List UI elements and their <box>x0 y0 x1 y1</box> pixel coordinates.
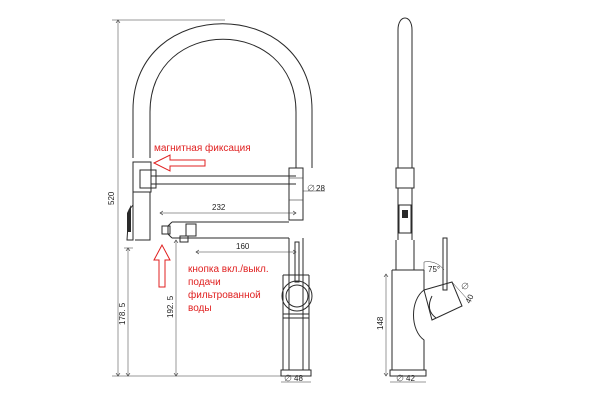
filter-joint <box>185 223 197 237</box>
dim-28: 28 <box>316 184 325 193</box>
side-handle-curve <box>428 295 437 319</box>
dim-192-5: 192. 5 <box>166 295 175 318</box>
base-plate <box>280 369 312 377</box>
dim-48: 48 <box>294 374 303 383</box>
filter-spout <box>167 221 289 239</box>
dim-42: 42 <box>406 374 415 383</box>
spray-button <box>127 205 131 232</box>
dim-520: 520 <box>107 191 116 205</box>
diameter-48-icon <box>284 374 292 382</box>
annotation-button-line2: подачи <box>188 277 221 288</box>
dim-232: 232 <box>212 203 226 212</box>
annotation-button-line4: воды <box>188 303 212 314</box>
dim-178-5: 178. 5 <box>118 302 127 325</box>
lever-knob <box>281 280 313 312</box>
diameter-42-slash <box>396 374 404 382</box>
magnetic-holder <box>132 161 152 193</box>
arch-hose <box>132 23 313 168</box>
filter-button <box>179 235 189 243</box>
dim-75: 75° <box>428 265 440 274</box>
upper-column <box>288 167 304 221</box>
diameter-48-slash <box>284 374 292 382</box>
lever-stem <box>294 241 300 283</box>
side-clip <box>395 167 415 189</box>
side-column <box>397 188 413 240</box>
annotation-button-line1: кнопка вкл./выкл. <box>188 264 269 275</box>
lower-body <box>288 238 304 370</box>
diameter-40-icon <box>461 282 469 290</box>
arch-hose-inner <box>149 38 297 168</box>
side-handle <box>423 281 463 321</box>
dim-148: 148 <box>376 316 385 330</box>
side-view: 148 75° 40 42 <box>376 17 476 383</box>
dim-40: 40 <box>464 292 476 304</box>
magnetic-latch <box>139 169 157 189</box>
annotation-magnetic: магнитная фиксация <box>154 142 251 154</box>
side-body <box>391 270 425 370</box>
filter-outlet <box>161 225 171 235</box>
button-arrow-icon <box>153 243 171 288</box>
diameter-28-icon <box>307 184 315 192</box>
magnet-arrow-icon <box>152 154 206 172</box>
diameter-28-slash <box>307 184 315 192</box>
annotation-button-line3: фильтрованной <box>188 289 261 301</box>
lever-knob-inner <box>285 284 309 308</box>
side-head <box>398 204 412 234</box>
side-lever <box>442 237 448 291</box>
diameter-40-slash <box>461 282 469 290</box>
side-neck <box>395 240 415 270</box>
side-hose <box>397 17 413 168</box>
side-head-button <box>402 210 408 218</box>
spray-head-right <box>135 192 151 241</box>
diameter-42-icon <box>396 374 404 382</box>
side-base <box>389 369 427 377</box>
dim-160: 160 <box>236 242 250 251</box>
dim-line-40 <box>451 281 469 301</box>
angle-arc <box>423 261 445 271</box>
front-view: 520 178. 5 192. 5 232 160 28 48 магнитна… <box>107 20 325 383</box>
